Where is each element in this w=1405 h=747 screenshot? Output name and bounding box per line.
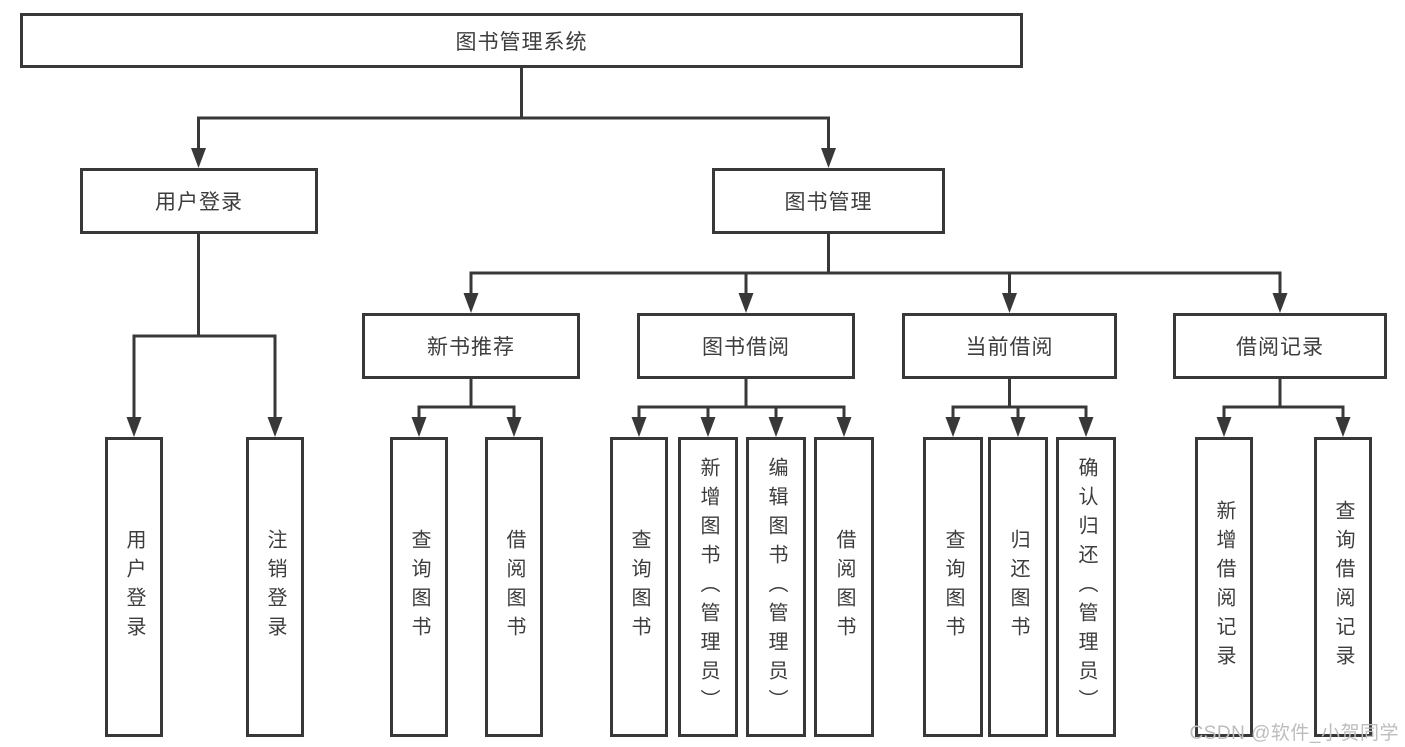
leaf-current-query-books: 查询图书 [923,437,983,737]
node-current-borrowing: 当前借阅 [902,313,1117,379]
node-label: 图书借阅 [702,336,790,359]
node-user-login: 用户登录 [80,168,318,234]
node-label: 借阅图书 [833,529,855,645]
connector-root-to-level2 [197,67,830,152]
arrowhead [768,417,784,437]
node-label: 用户登录 [155,191,243,214]
leaf-borrowing-add-books-admin: 新增图书（管理员） [678,437,738,737]
leaf-user-login: 用户登录 [105,437,163,737]
node-label: 用户登录 [123,529,145,645]
connector-borrowing-to-leaves [637,379,846,421]
node-borrowing-records: 借阅记录 [1173,313,1387,379]
arrowhead [506,417,522,437]
arrowhead [945,417,961,437]
arrowhead [1272,293,1288,313]
node-book-borrowing: 图书借阅 [637,313,855,379]
leaf-current-confirm-return-admin: 确认归还（管理员） [1056,437,1116,737]
node-label: 当前借阅 [965,336,1054,359]
node-label: 确认归还（管理员） [1075,456,1097,718]
node-label: 注销登录 [264,529,286,645]
node-label: 查询借阅记录 [1332,500,1354,674]
node-label: 查询图书 [628,529,650,645]
leaf-borrowing-borrow-books: 借阅图书 [814,437,874,737]
arrowhead [1002,293,1017,313]
arrowhead [821,148,836,168]
node-label: 借阅记录 [1236,336,1324,359]
connector-records-to-leaves [1222,379,1345,421]
arrowhead [700,417,716,437]
node-label: 编辑图书（管理员） [765,456,787,718]
node-label: 图书管理系统 [455,30,588,54]
arrowhead [1335,417,1351,437]
node-root-library-system: 图书管理系统 [20,13,1023,68]
arrowhead [1010,417,1026,437]
leaf-records-add-record: 新增借阅记录 [1195,437,1253,737]
node-book-management: 图书管理 [712,168,945,234]
arrowhead [191,148,206,168]
node-label: 归还图书 [1007,529,1029,645]
arrowhead [836,417,852,437]
node-label: 新增图书（管理员） [697,456,719,718]
node-label: 查询图书 [408,529,430,645]
node-label: 借阅图书 [503,529,525,645]
arrowhead [738,293,754,313]
node-label: 新书推荐 [427,336,515,359]
arrowhead [1216,417,1232,437]
connector-newbooks-to-leaves [417,379,516,421]
node-label: 新增借阅记录 [1213,500,1235,674]
leaf-logout: 注销登录 [246,437,304,737]
connector-bookmgmt-to-level3 [469,233,1282,297]
connector-current-to-leaves [951,379,1088,421]
node-label: 查询图书 [942,529,964,645]
leaf-newbooks-borrow-books: 借阅图书 [485,437,543,737]
leaf-newbooks-query-books: 查询图书 [390,437,448,737]
arrowhead [267,417,283,437]
connector-userlogin-to-leaves [132,233,277,421]
leaf-borrowing-edit-books-admin: 编辑图书（管理员） [746,437,806,737]
arrowhead [411,417,427,437]
csdn-watermark: CSDN @软件_小贺同学 [1189,723,1399,744]
node-label: 图书管理 [784,191,873,214]
node-new-book-recommend: 新书推荐 [362,313,580,379]
arrowhead [1078,417,1094,437]
arrowhead [631,417,647,437]
arrowhead [126,417,142,437]
leaf-borrowing-query-books: 查询图书 [610,437,668,737]
leaf-records-query-record: 查询借阅记录 [1314,437,1372,737]
leaf-current-return-books: 归还图书 [988,437,1048,737]
arrowhead [463,293,479,313]
